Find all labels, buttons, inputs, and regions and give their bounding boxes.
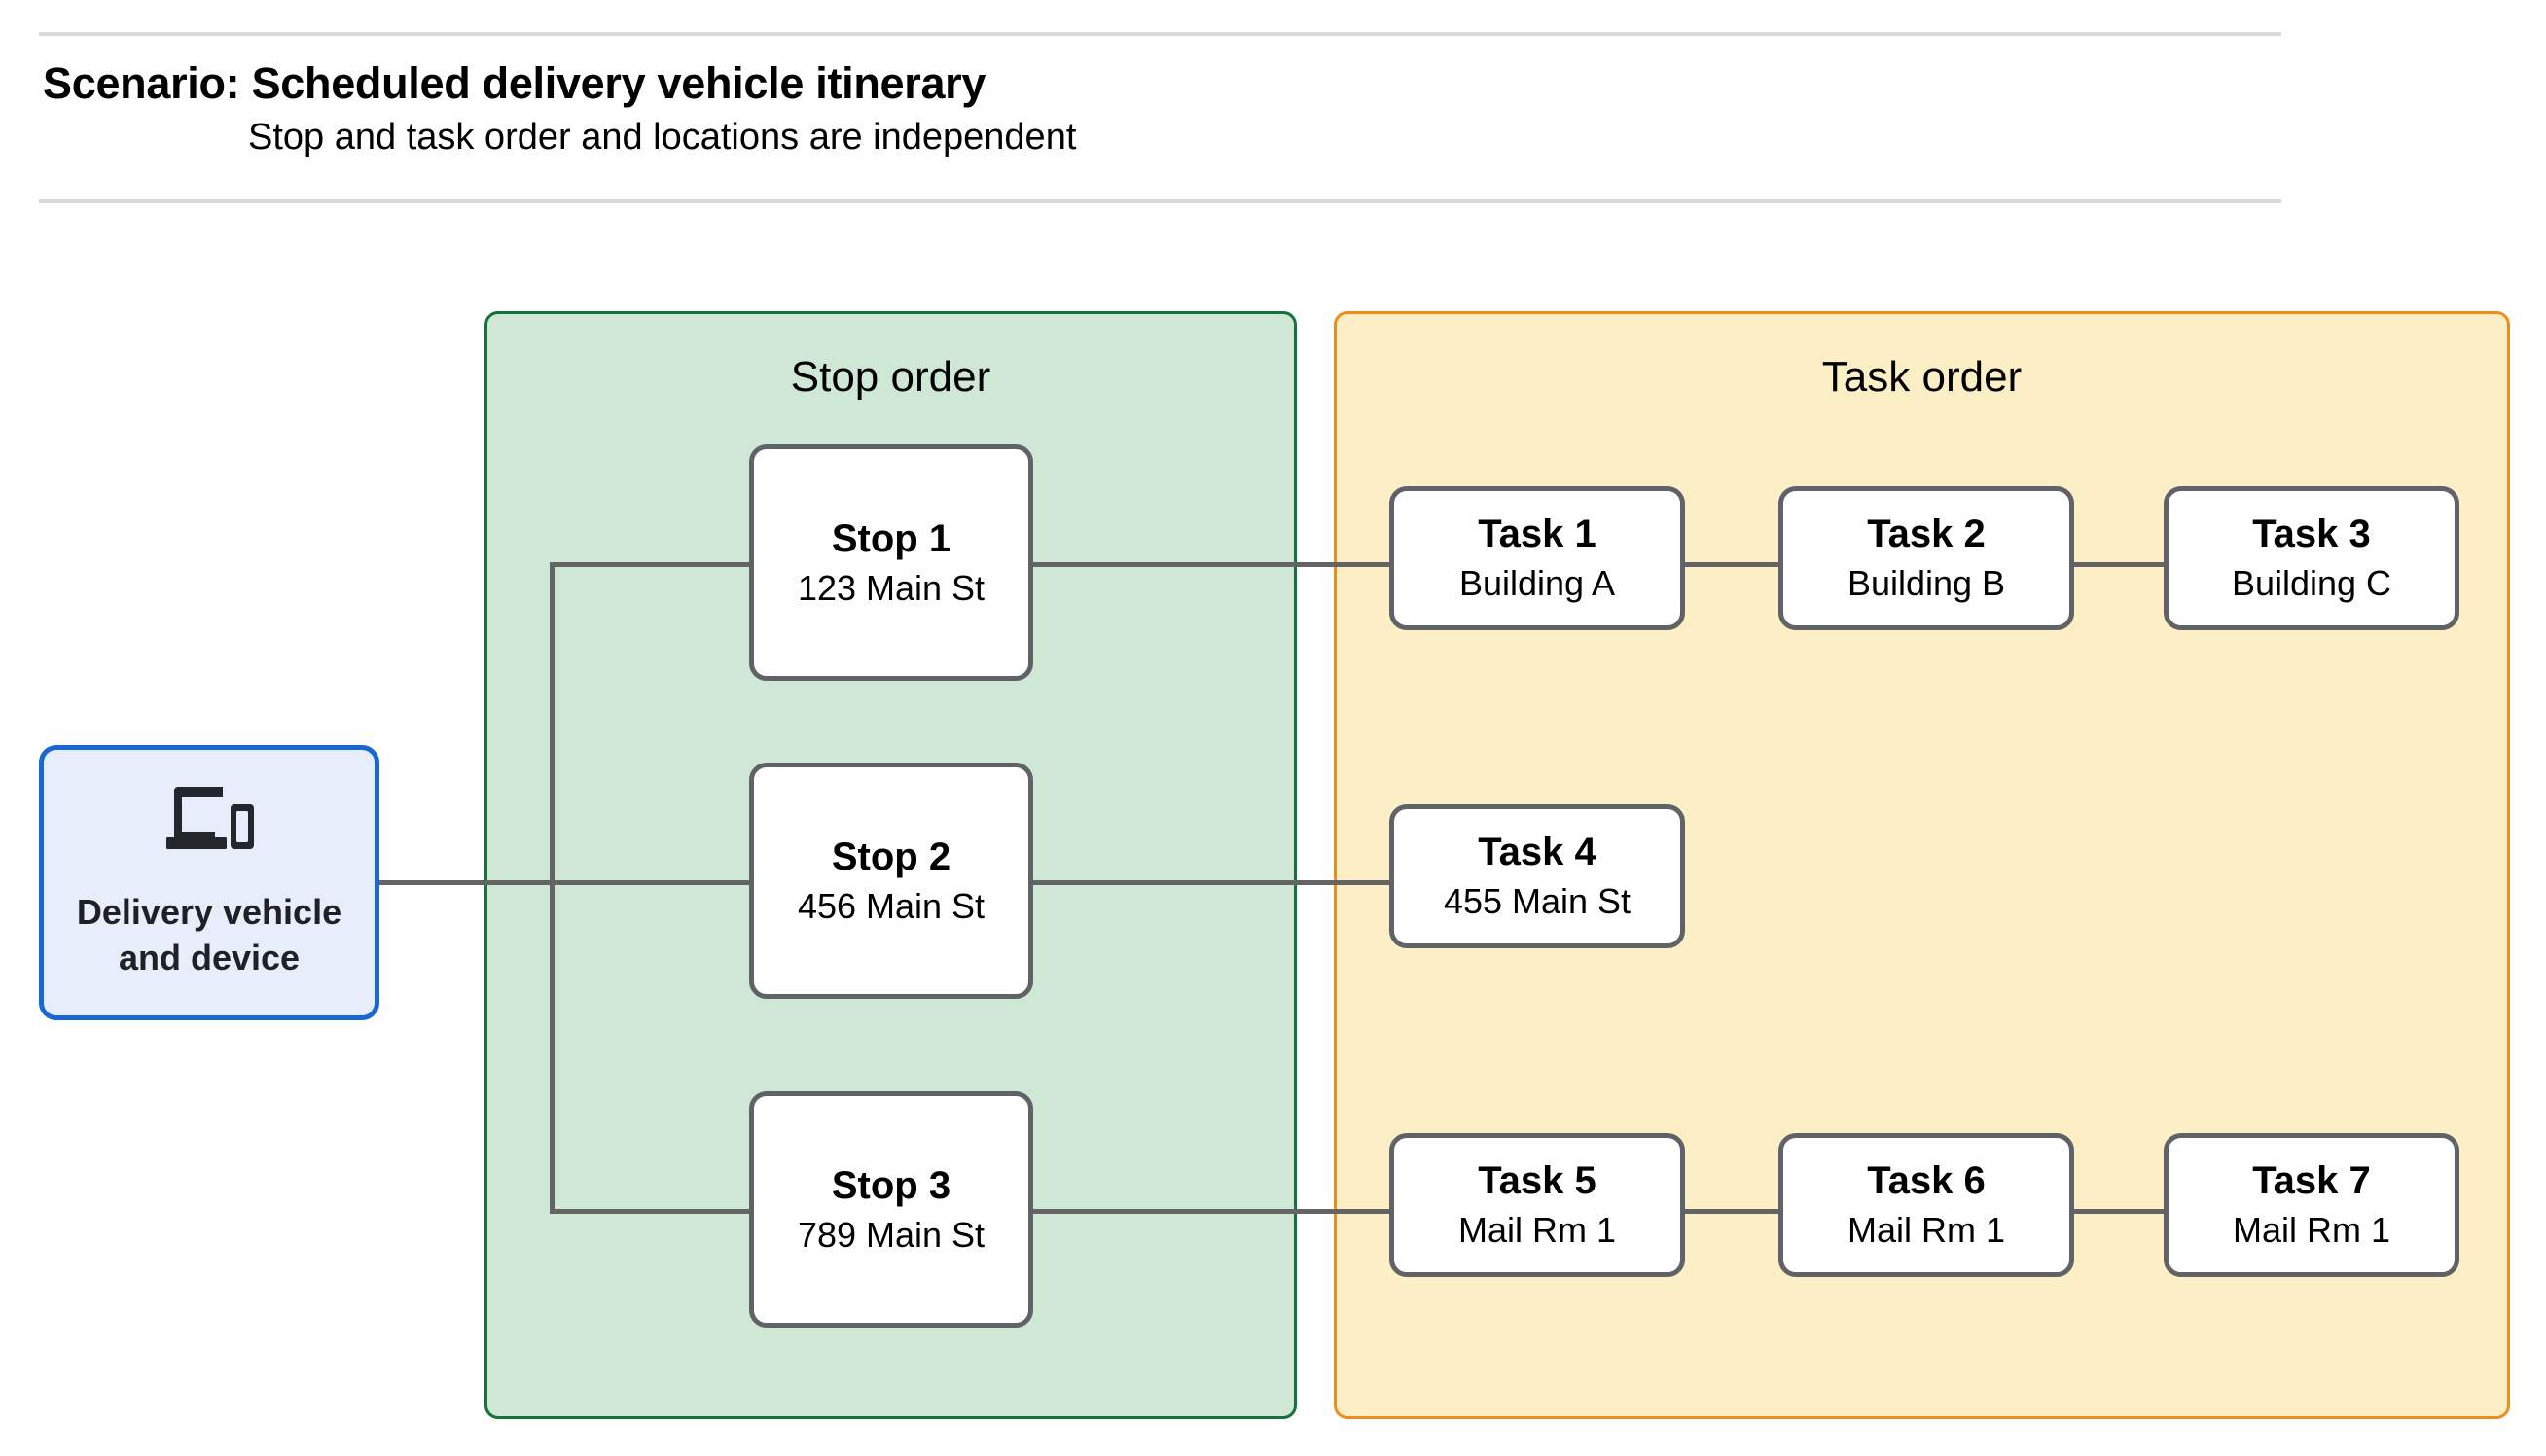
task-node-title: Task 4 xyxy=(1478,831,1596,874)
stop-node-3[interactable]: Stop 3 789 Main St xyxy=(749,1091,1033,1328)
task-node-4[interactable]: Task 4 455 Main St xyxy=(1389,804,1685,948)
stop-node-location: 456 Main St xyxy=(797,885,986,926)
task-node-6[interactable]: Task 6 Mail Rm 1 xyxy=(1778,1133,2074,1277)
task-node-title: Task 2 xyxy=(1867,513,1986,556)
connector-bus-to-stop-2 xyxy=(550,880,756,885)
task-node-location: Building C xyxy=(2231,563,2392,604)
stop-node-2[interactable]: Stop 2 456 Main St xyxy=(749,763,1033,999)
task-node-title: Task 1 xyxy=(1478,513,1596,556)
task-node-location: 455 Main St xyxy=(1443,881,1632,922)
delivery-vehicle-node[interactable]: Delivery vehicle and device xyxy=(39,745,379,1020)
stop-node-location: 789 Main St xyxy=(797,1214,986,1255)
stop-node-location: 123 Main St xyxy=(797,567,986,608)
header-divider-bottom xyxy=(39,199,2281,203)
connector-stop-3-to-task-5 xyxy=(1029,1209,1394,1214)
stop-order-title: Stop order xyxy=(790,353,991,401)
task-node-7[interactable]: Task 7 Mail Rm 1 xyxy=(2164,1133,2459,1277)
page-subtitle: Stop and task order and locations are in… xyxy=(248,117,1077,158)
connector-bus-to-stop-3 xyxy=(550,1209,756,1214)
connector-stop-1-to-task-1 xyxy=(1029,562,1394,567)
task-node-title: Task 5 xyxy=(1478,1159,1596,1203)
page-title: Scenario: Scheduled delivery vehicle iti… xyxy=(43,58,986,108)
task-node-2[interactable]: Task 2 Building B xyxy=(1778,486,2074,630)
task-node-location: Mail Rm 1 xyxy=(1457,1210,1617,1251)
connector-task-5-to-task-6 xyxy=(1680,1209,1802,1214)
connector-task-6-to-task-7 xyxy=(2065,1209,2187,1214)
header-divider-top xyxy=(39,32,2281,36)
stop-node-title: Stop 3 xyxy=(831,1163,951,1207)
stop-node-title: Stop 2 xyxy=(831,835,951,878)
task-node-location: Building A xyxy=(1458,563,1616,604)
task-node-1[interactable]: Task 1 Building A xyxy=(1389,486,1685,630)
stop-node-1[interactable]: Stop 1 123 Main St xyxy=(749,444,1033,681)
connector-stop-2-to-task-4 xyxy=(1029,880,1394,885)
delivery-vehicle-label: Delivery vehicle and device xyxy=(76,892,342,977)
connector-task-2-to-task-3 xyxy=(2065,562,2187,567)
task-node-title: Task 3 xyxy=(2252,513,2371,556)
devices-icon xyxy=(162,785,256,853)
task-order-title: Task order xyxy=(1821,353,2023,401)
task-node-location: Mail Rm 1 xyxy=(2232,1210,2391,1251)
task-node-3[interactable]: Task 3 Building C xyxy=(2164,486,2459,630)
connector-bus-to-stop-1 xyxy=(550,562,756,567)
task-node-location: Mail Rm 1 xyxy=(1847,1210,2006,1251)
task-node-location: Building B xyxy=(1847,563,2006,604)
task-node-5[interactable]: Task 5 Mail Rm 1 xyxy=(1389,1133,1685,1277)
connector-task-1-to-task-2 xyxy=(1680,562,1802,567)
stop-node-title: Stop 1 xyxy=(831,516,951,560)
task-node-title: Task 7 xyxy=(2252,1159,2371,1203)
connector-stop-bus xyxy=(550,562,555,1214)
task-node-title: Task 6 xyxy=(1867,1159,1986,1203)
